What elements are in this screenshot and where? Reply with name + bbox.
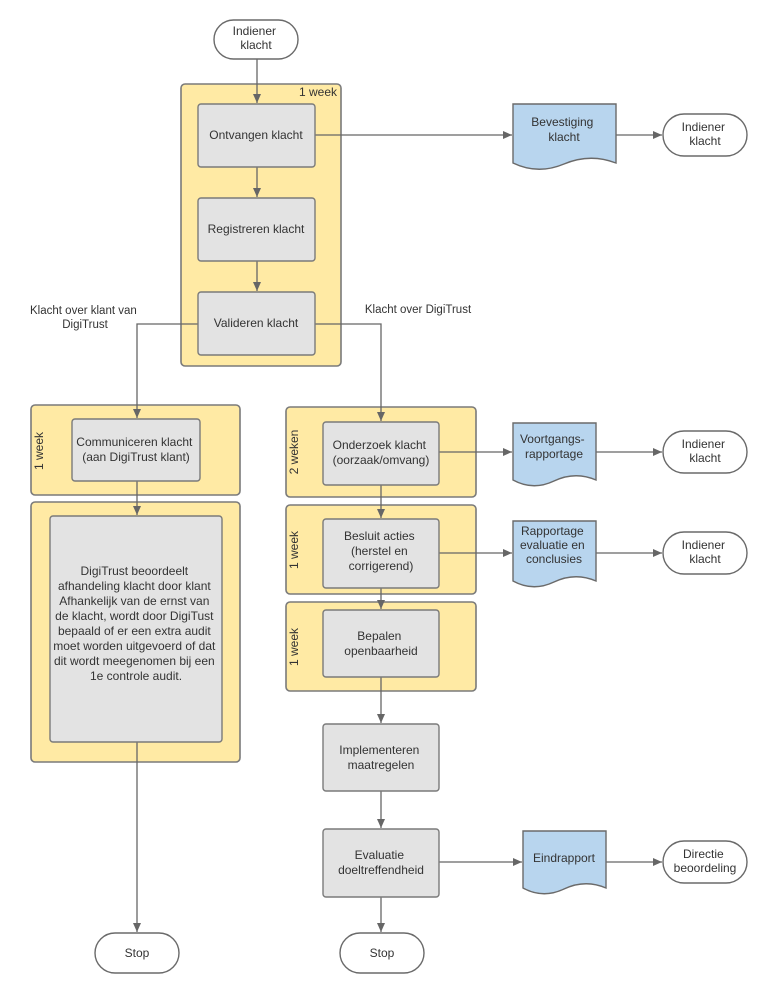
doc-bevestiging-klacht: [512, 103, 617, 170]
lane-openbaarheid-label: 1 week: [287, 627, 301, 666]
step-evaluatie-doeltreffendheid: [322, 828, 440, 898]
doc-voortgangsrapportage-label: Voortgangs- rapportage: [520, 432, 588, 461]
step-digitrust-beoordeling-label: DigiTrust beoordeelt afhandeling klacht …: [53, 564, 218, 683]
terminal-stop-right-label: Stop: [370, 946, 395, 960]
terminal-indiener-klacht-3: [662, 531, 748, 575]
lane-onderzoek-label: 2 weken: [287, 430, 301, 475]
step-communiceren-klacht: [71, 418, 201, 482]
step-bepalen-openbaarheid-label: Bepalen openbaarheid: [344, 629, 417, 658]
step-bepalen-openbaarheid: [322, 609, 440, 678]
step-registreren-klacht: [197, 197, 316, 262]
step-onderzoek-klacht: [322, 421, 440, 486]
terminal-stop-left-label: Stop: [125, 946, 150, 960]
branch-label-left: Klacht over klant van DigiTrust: [30, 305, 140, 331]
edge-valideren-left: [133, 323, 198, 418]
terminal-directie-beoordeling-label: Directie beoordeling: [674, 847, 737, 875]
doc-voortgangsrapportage: [512, 422, 597, 487]
doc-rapportage-evaluatie-label: Rapportage evaluatie en conclusies: [520, 524, 588, 566]
step-onderzoek-klacht-label: Onderzoek klacht (oorzaak/omvang): [333, 438, 430, 467]
step-ontvangen-klacht-label: Ontvangen klacht: [209, 128, 303, 142]
start-terminal-label: Indiener klacht: [233, 24, 280, 52]
doc-rapportage-evaluatie: [512, 520, 597, 588]
doc-bevestiging-klacht-label: Bevestiging klacht: [531, 115, 596, 144]
step-communiceren-klacht-label: Communiceren klacht (aan DigiTrust klant…: [76, 435, 195, 464]
step-implementeren-maatregelen: [322, 723, 440, 792]
terminal-stop-right: [339, 932, 425, 974]
lane-communiceren-label: 1 week: [32, 431, 46, 470]
step-valideren-klacht-label: Valideren klacht: [214, 316, 299, 330]
terminal-indiener-klacht-2-label: Indiener klacht: [682, 437, 729, 465]
terminal-indiener-klacht-3-label: Indiener klacht: [682, 538, 729, 566]
terminal-indiener-klacht-1: [662, 113, 748, 157]
doc-eindrapport: [522, 830, 607, 895]
step-besluit-acties: [322, 518, 440, 589]
terminal-directie-beoordeling: [662, 840, 748, 884]
terminal-stop-left: [94, 932, 180, 974]
step-digitrust-beoordeling: [49, 515, 223, 743]
step-registreren-klacht-label: Registreren klacht: [208, 222, 305, 236]
step-besluit-acties-label: Besluit acties (herstel en corrigerend): [344, 529, 418, 573]
step-ontvangen-klacht: [197, 103, 316, 168]
lane-besluit-label: 1 week: [287, 530, 301, 569]
edge-valideren-right: [314, 323, 385, 421]
doc-eindrapport-label: Eindrapport: [533, 851, 596, 865]
start-terminal: [213, 19, 299, 60]
step-evaluatie-doeltreffendheid-label: Evaluatie doeltreffendheid: [338, 848, 424, 877]
terminal-indiener-klacht-1-label: Indiener klacht: [682, 120, 729, 148]
step-valideren-klacht: [197, 291, 316, 356]
terminal-indiener-klacht-2: [662, 430, 748, 474]
branch-label-right: Klacht over DigiTrust: [365, 304, 472, 316]
step-implementeren-maatregelen-label: Implementeren maatregelen: [339, 743, 422, 772]
lane-intake-label: 1 week: [299, 85, 338, 99]
